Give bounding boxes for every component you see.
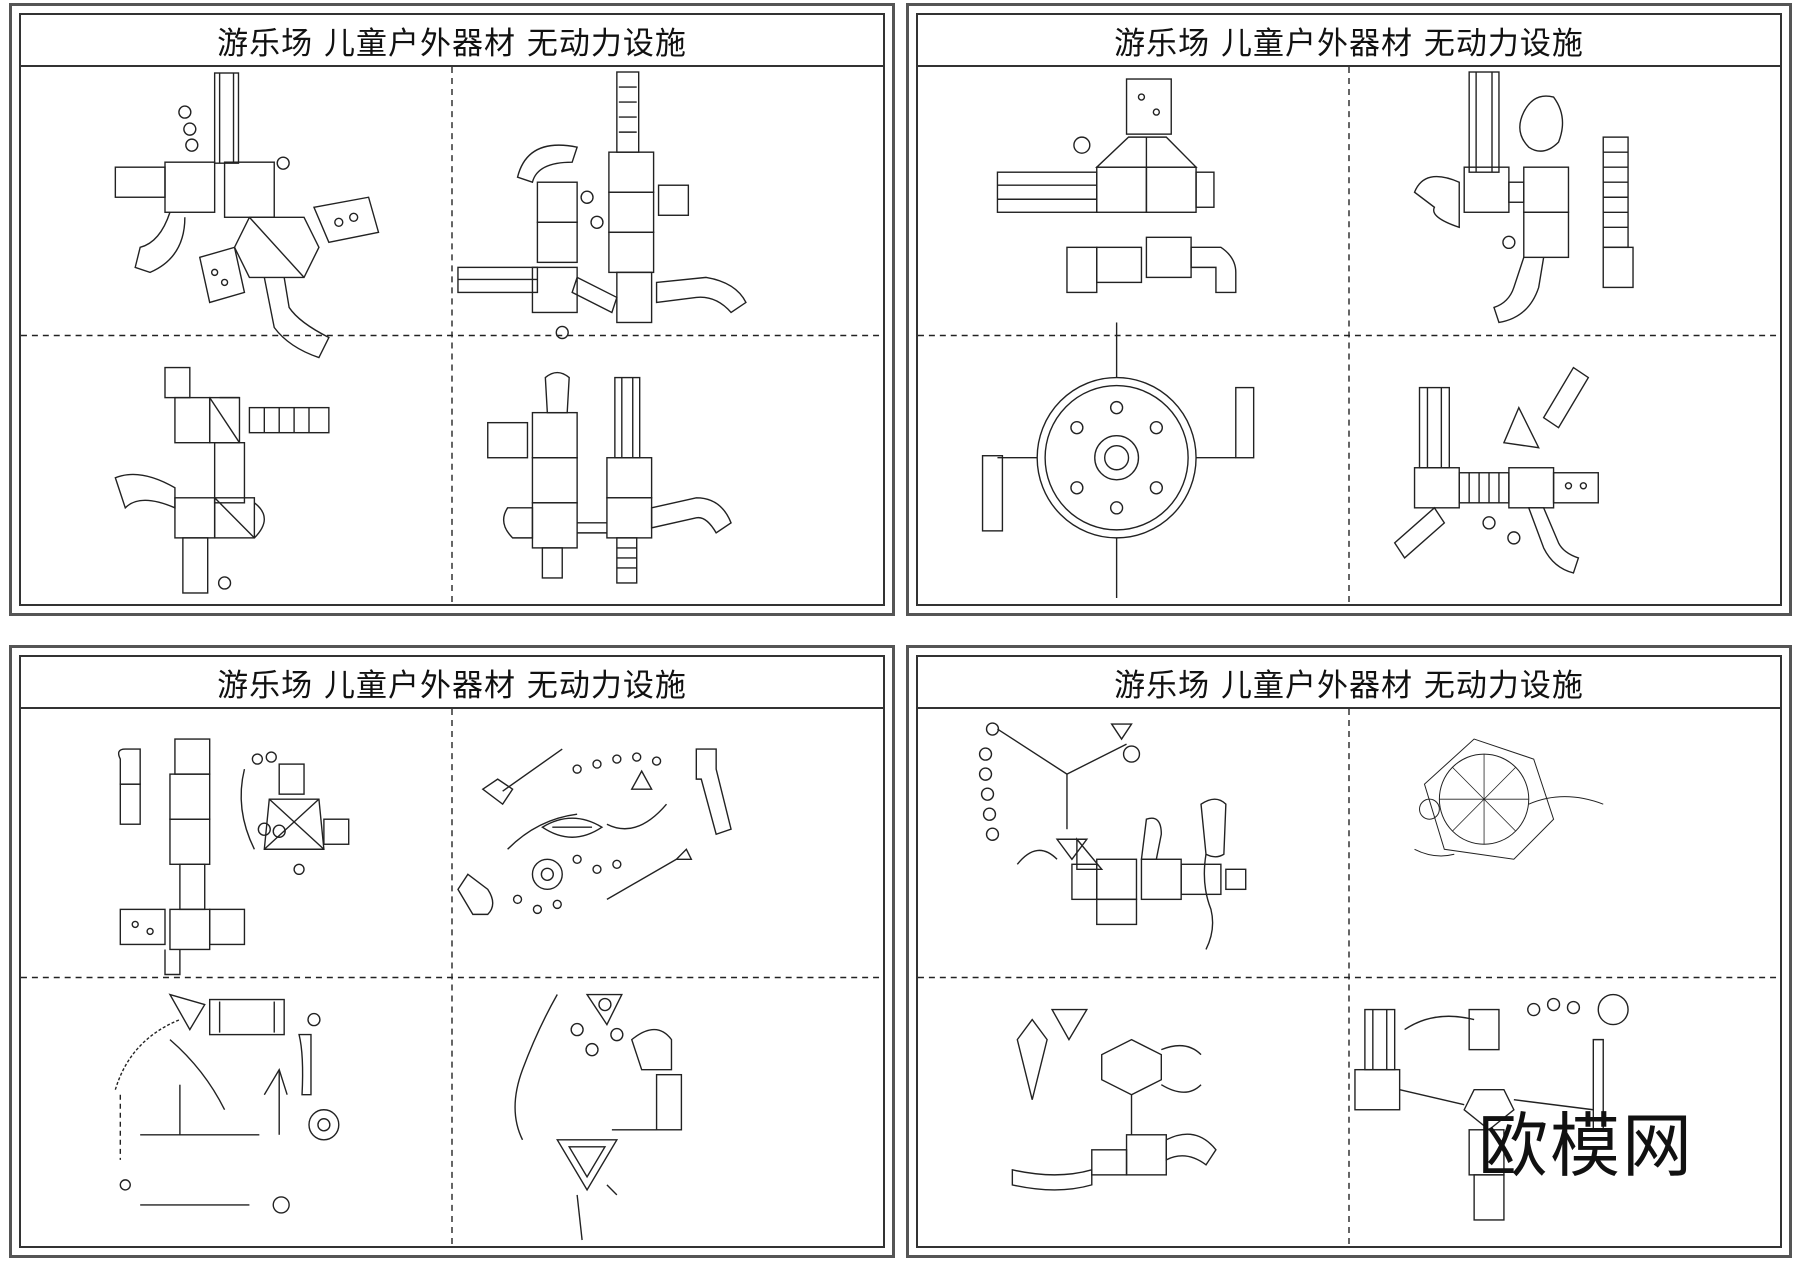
drawing-area — [21, 709, 883, 1246]
plan-j — [457, 748, 732, 916]
drawing-sheet-2: 游乐场 儿童户外器材 无动力设施 — [906, 3, 1792, 616]
playground-plans-4 — [918, 709, 1780, 1246]
playground-plans-3 — [21, 709, 883, 1246]
plan-b — [457, 71, 747, 340]
playground-plans-2 — [918, 67, 1780, 604]
plan-i — [117, 738, 350, 976]
sheet-frame: 游乐场 儿童户外器材 无动力设施 — [916, 13, 1782, 606]
plan-o — [1011, 1008, 1217, 1191]
plan-n — [1414, 738, 1604, 860]
sheet-frame: 游乐场 儿童户外器材 无动力设施 — [19, 655, 885, 1248]
plan-f — [1413, 71, 1634, 324]
plan-h — [1393, 366, 1599, 574]
playground-plans-1 — [21, 67, 883, 604]
sheet-frame: 游乐场 儿童户外器材 无动力设施 — [19, 13, 885, 606]
plan-p — [1354, 993, 1629, 1221]
plan-e — [996, 78, 1237, 294]
plan-g-ring — [981, 322, 1255, 598]
drawing-sheet-3: 游乐场 儿童户外器材 无动力设施 — [9, 645, 895, 1258]
drawing-sheet-4: 游乐场 儿童户外器材 无动力设施 — [906, 645, 1792, 1258]
plan-c — [114, 366, 330, 594]
sheet-title: 游乐场 儿童户外器材 无动力设施 — [918, 15, 1780, 67]
drawing-area — [918, 67, 1780, 604]
plan-m — [978, 722, 1247, 950]
sheet-title: 游乐场 儿童户外器材 无动力设施 — [918, 657, 1780, 709]
sheet-title: 游乐场 儿童户外器材 无动力设施 — [21, 657, 883, 709]
plan-a — [114, 72, 380, 359]
plan-l — [514, 993, 683, 1241]
plan-k — [114, 993, 340, 1214]
sheet-title: 游乐场 儿童户外器材 无动力设施 — [21, 15, 883, 67]
drawing-sheet-1: 游乐场 儿童户外器材 无动力设施 — [9, 3, 895, 616]
plan-d — [487, 371, 732, 584]
sheet-frame: 游乐场 儿童户外器材 无动力设施 — [916, 655, 1782, 1248]
drawing-area — [918, 709, 1780, 1246]
drawing-area — [21, 67, 883, 604]
brand-watermark: 欧模网 — [1478, 1105, 1694, 1187]
